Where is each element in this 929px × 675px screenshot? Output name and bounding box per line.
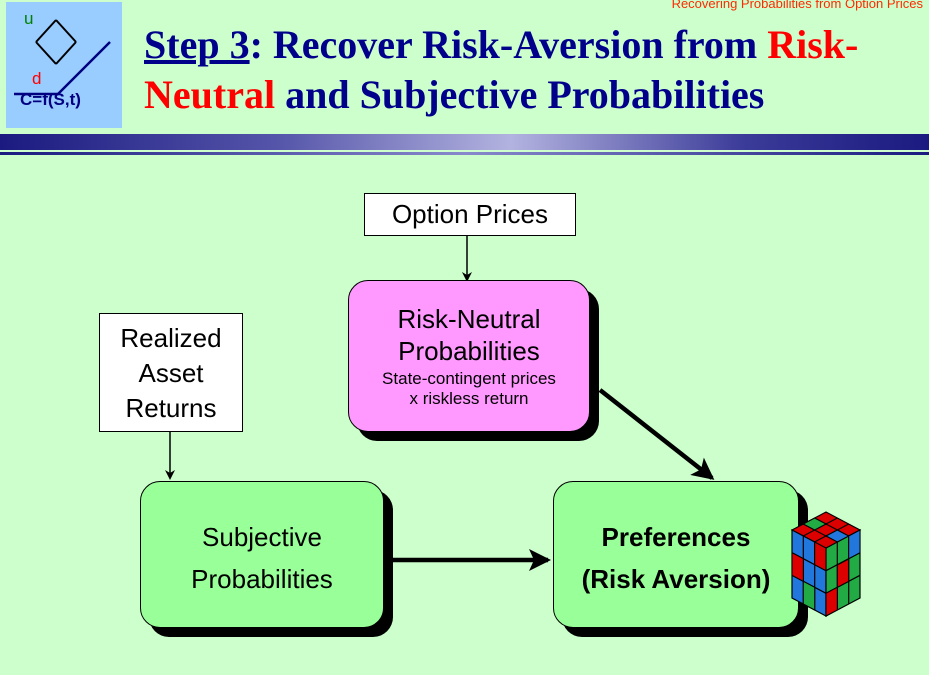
logo-up-label: u	[24, 9, 33, 28]
header: Recovering Probabilities from Option Pri…	[0, 0, 929, 130]
risk-neutral-title-2: Probabilities	[398, 336, 540, 366]
option-prices-box: Option Prices	[364, 193, 576, 236]
binomial-tree-icon: u d	[14, 9, 111, 96]
title-step: Step 3	[144, 22, 250, 67]
running-head: Recovering Probabilities from Option Pri…	[671, 0, 923, 11]
realized-returns-box: Realized Asset Returns	[99, 313, 243, 432]
title-part1: : Recover Risk-Aversion from	[249, 22, 768, 67]
title-divider-thin	[0, 152, 929, 155]
preferences-line-2: (Risk Aversion)	[581, 564, 771, 594]
preferences-box: Preferences (Risk Aversion)	[553, 481, 799, 628]
binomial-tree-logo: u d C=f(S,t)	[6, 2, 122, 128]
arrow-riskneutral-to-preferences	[598, 388, 715, 480]
risk-neutral-sub-1: State-contingent prices	[382, 369, 556, 388]
subjective-line-2: Probabilities	[191, 564, 333, 594]
risk-neutral-title: Risk-Neutral	[397, 304, 541, 334]
rubiks-cube-icon	[790, 511, 862, 617]
logo-formula: C=f(S,t)	[20, 90, 81, 109]
subjective-box: Subjective Probabilities	[140, 481, 384, 628]
title-divider	[0, 134, 929, 150]
logo-down-label: d	[32, 69, 41, 88]
page-title: Step 3: Recover Risk-Aversion from Risk-…	[144, 20, 914, 120]
title-neutral: Neutral	[144, 72, 276, 117]
risk-neutral-sub-2: x riskless return	[409, 389, 529, 408]
option-prices-label: Option Prices	[391, 199, 549, 229]
realized-line-3: Returns	[125, 393, 217, 423]
title-part2: and Subjective Probabilities	[275, 72, 765, 117]
realized-line-1: Realized	[120, 323, 222, 353]
realized-line-2: Asset	[138, 358, 204, 388]
title-risk: Risk-	[767, 22, 859, 67]
preferences-line-1: Preferences	[601, 522, 751, 552]
subjective-line-1: Subjective	[202, 522, 322, 552]
risk-neutral-box: Risk-Neutral Probabilities State-conting…	[348, 280, 590, 432]
